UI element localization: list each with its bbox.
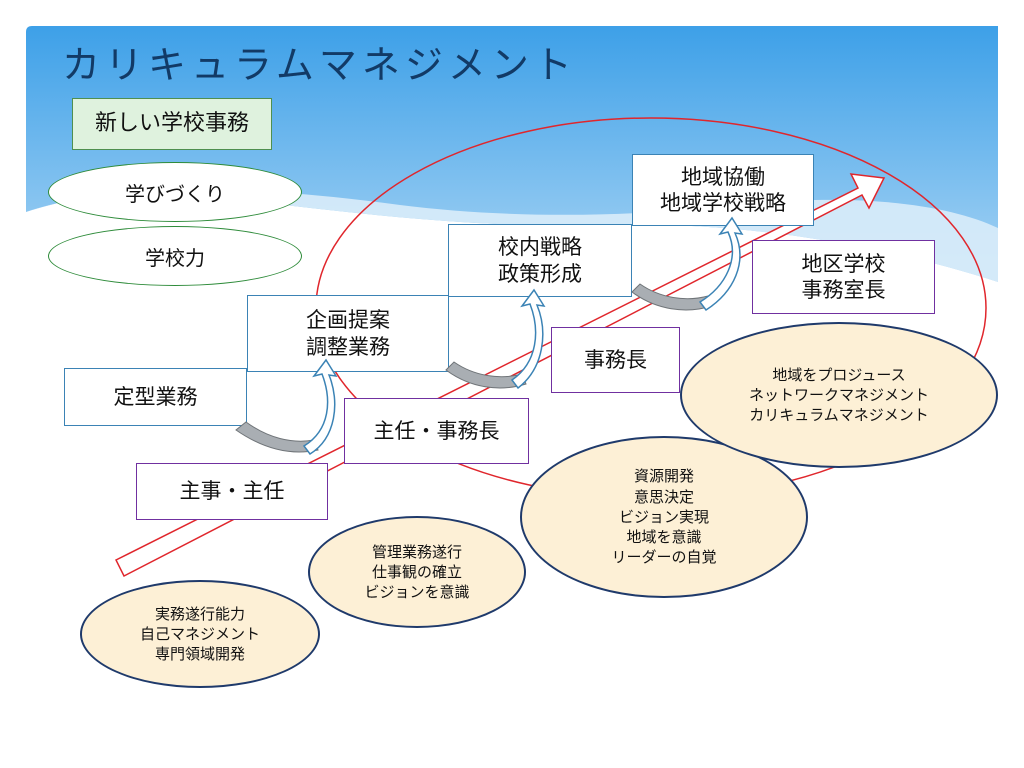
task-teikei: 定型業務 [64,368,247,426]
role-jimucho: 事務長 [551,327,680,393]
role-jimucho-label: 事務長 [584,347,647,372]
header-label-box: 新しい学校事務 [72,98,272,150]
task-kounai-line1: 校内戦略 [498,235,582,260]
header-label: 新しい学校事務 [94,111,249,137]
step-arrow-up-3 [698,216,744,312]
task-kikaku-line2: 調整業務 [306,334,390,359]
oval-gakkouryoku: 学校力 [48,226,302,286]
role-shunin-jimucho-label: 主任・事務長 [373,418,500,443]
competency-level2-line2: 仕事観の確立 [371,562,462,581]
competency-level3-line2: 意思決定 [633,487,694,506]
oval-manabi-label: 学びづくり [125,181,225,206]
role-chiku-line2: 事務室長 [801,278,886,302]
step-arrow-base-3 [631,283,713,311]
competency-level4-line1: 地域をプロジュース [772,365,906,384]
competency-level3-line3: ビジョン実現 [618,507,709,526]
competency-level2-line3: ビジョンを意識 [364,583,470,602]
oval-gakkouryoku-label: 学校力 [145,245,205,270]
step-arrow-up-1 [302,358,338,455]
role-shuji: 主事・主任 [136,463,328,520]
slide-title: カリキュラムマネジメント [62,43,577,87]
oval-manabi: 学びづくり [48,162,302,222]
task-chiiki-line1: 地域協働 [681,164,765,189]
step-arrow-base-2 [445,361,527,389]
role-chiku: 地区学校 事務室長 [752,240,935,314]
competency-level3-line1: 資源開発 [633,467,694,486]
competency-level2-line1: 管理業務遂行 [371,542,462,561]
competency-level3-line5: リーダーの自覚 [611,548,717,567]
competency-level4: 地域をプロジュース ネットワークマネジメント カリキュラムマネジメント [680,322,998,468]
competency-level4-line2: ネットワークマネジメント [748,385,929,404]
competency-level2: 管理業務遂行 仕事観の確立 ビジョンを意識 [308,516,526,628]
step-arrow-up-2 [510,288,546,390]
role-shuji-label: 主事・主任 [179,479,285,504]
role-shunin-jimucho: 主任・事務長 [344,398,529,464]
competency-level4-line3: カリキュラムマネジメント [749,406,929,425]
task-teikei-label: 定型業務 [113,384,198,409]
task-chiiki: 地域協働 地域学校戦略 [632,154,814,226]
competency-level3-line4: 地域を意識 [626,528,702,547]
competency-level1-line3: 専門領域開発 [154,645,245,664]
competency-level1-line1: 実務遂行能力 [154,604,245,623]
competency-level1-line2: 自己マネジメント [139,624,260,643]
task-kikaku-line1: 企画提案 [306,308,390,333]
task-kikaku: 企画提案 調整業務 [247,295,449,372]
task-chiiki-line2: 地域学校戦略 [660,191,786,215]
task-kounai-line2: 政策形成 [498,261,582,286]
task-kounai: 校内戦略 政策形成 [448,224,632,297]
competency-level3: 資源開発 意思決定 ビジョン実現 地域を意識 リーダーの自覚 [520,436,808,598]
role-chiku-line1: 地区学校 [801,251,886,276]
competency-level1: 実務遂行能力 自己マネジメント 専門領域開発 [80,580,320,688]
